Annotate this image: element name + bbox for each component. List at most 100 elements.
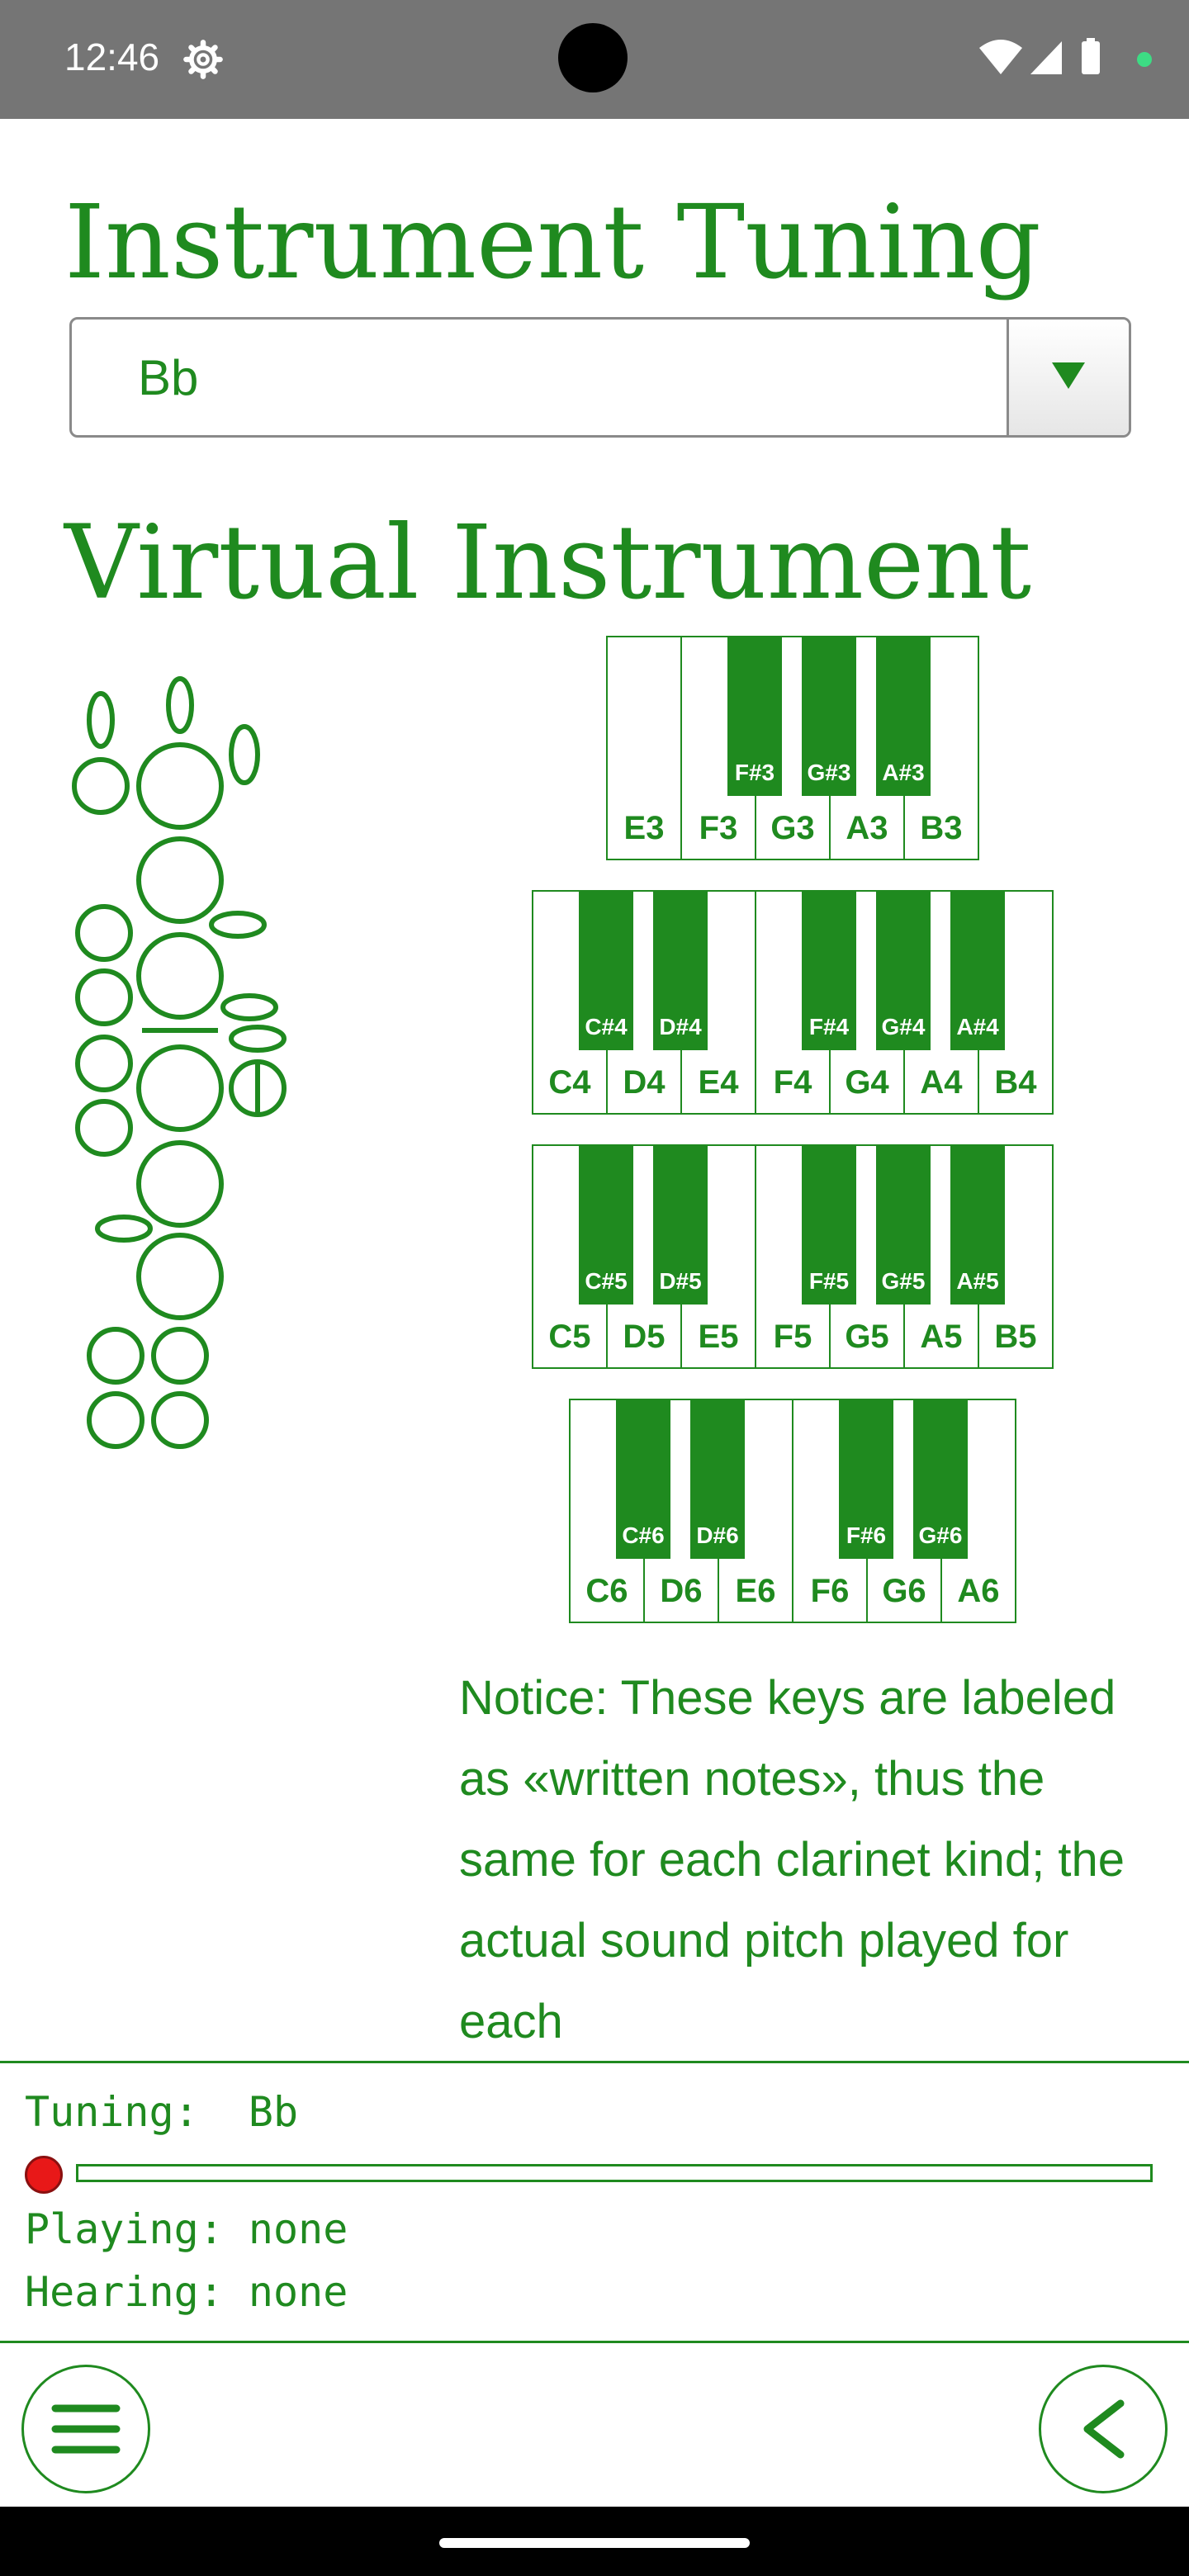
tone-hole-3[interactable] <box>136 932 224 1020</box>
wifi-icon <box>979 40 1022 74</box>
black-key-label: G#3 <box>807 760 851 785</box>
tuning-select[interactable]: Bb <box>69 317 1131 438</box>
chevron-down-icon <box>1052 362 1085 389</box>
battery-icon <box>1082 41 1100 74</box>
black-key[interactable]: C#5 <box>579 1144 633 1305</box>
white-key-label: F4 <box>773 1064 812 1101</box>
side-key-5[interactable] <box>95 1215 153 1243</box>
white-key-label: G6 <box>882 1573 926 1609</box>
status-time: 12:46 <box>64 36 160 78</box>
side-key-1[interactable] <box>209 911 267 939</box>
white-key-label: D4 <box>623 1064 666 1101</box>
right-key-3[interactable] <box>87 1391 144 1449</box>
tone-hole-5[interactable] <box>136 1140 224 1228</box>
tone-hole-1[interactable] <box>136 742 224 830</box>
black-key-label: G#4 <box>881 1014 926 1039</box>
black-key[interactable]: A#5 <box>950 1144 1005 1305</box>
black-key-label: F#6 <box>846 1522 887 1548</box>
hearing-status: Hearing: none <box>25 2268 348 2316</box>
black-key[interactable]: C#4 <box>579 890 633 1050</box>
white-key-label: G4 <box>845 1064 889 1101</box>
white-key-label: E6 <box>735 1573 776 1609</box>
black-key[interactable]: D#4 <box>653 890 708 1050</box>
side-key-2[interactable] <box>220 993 278 1021</box>
tuning-select-value: Bb <box>138 350 199 405</box>
a-key[interactable] <box>229 724 260 785</box>
home-gesture-handle[interactable] <box>439 2538 750 2548</box>
black-key[interactable]: D#6 <box>690 1399 745 1559</box>
white-key-label: C5 <box>548 1319 591 1355</box>
black-key[interactable]: F#6 <box>839 1399 893 1559</box>
black-key-label: A#4 <box>956 1014 999 1039</box>
black-key-label: G#5 <box>881 1268 926 1294</box>
white-key-label: B3 <box>920 810 963 846</box>
tone-hole-2[interactable] <box>136 836 224 924</box>
white-key[interactable]: E3 <box>606 636 682 860</box>
status-panel: Tuning: Bb Playing: none Hearing: none <box>0 2061 1189 2343</box>
black-key[interactable]: C#6 <box>616 1399 670 1559</box>
white-key-label: E5 <box>698 1319 739 1355</box>
right-key-1[interactable] <box>87 1327 144 1385</box>
register-key[interactable] <box>87 691 115 749</box>
left-key-4[interactable] <box>75 1099 133 1157</box>
tone-hole-4[interactable] <box>136 1044 224 1132</box>
instrument-heading: Virtual Instrument <box>64 504 1032 623</box>
white-key-label: B5 <box>994 1319 1037 1355</box>
playback-progress <box>76 2164 1153 2182</box>
navigation-bar <box>0 2507 1189 2576</box>
black-key[interactable]: G#4 <box>876 890 931 1050</box>
white-key-label: B4 <box>994 1064 1037 1101</box>
black-key[interactable]: F#5 <box>802 1144 856 1305</box>
tuning-status: Tuning: Bb <box>25 2088 299 2136</box>
left-key-2[interactable] <box>75 968 133 1026</box>
black-key-label: A#3 <box>882 760 925 785</box>
menu-icon <box>51 2404 121 2454</box>
menu-button[interactable] <box>21 2365 150 2493</box>
black-key[interactable]: D#5 <box>653 1144 708 1305</box>
black-key-label: D#5 <box>659 1268 702 1294</box>
playing-status: Playing: none <box>25 2205 348 2253</box>
clarinet-fingering-diagram[interactable] <box>66 669 306 1453</box>
black-key-label: F#4 <box>808 1014 850 1039</box>
white-key-label: A6 <box>957 1573 1000 1609</box>
thumb-hole[interactable] <box>72 757 130 815</box>
white-key-label: C6 <box>585 1573 628 1609</box>
black-key-label: C#6 <box>622 1522 665 1548</box>
notification-dot-icon <box>1137 52 1152 67</box>
black-key-label: D#6 <box>696 1522 739 1548</box>
record-indicator <box>25 2156 63 2194</box>
thumb-key[interactable] <box>166 676 194 734</box>
right-key-2[interactable] <box>151 1327 209 1385</box>
dropdown-button[interactable] <box>1007 320 1129 435</box>
black-key-label: C#5 <box>585 1268 628 1294</box>
black-key[interactable]: G#6 <box>913 1399 968 1559</box>
black-key[interactable]: F#4 <box>802 890 856 1050</box>
black-key[interactable]: A#4 <box>950 890 1005 1050</box>
white-key-label: D5 <box>623 1319 666 1355</box>
white-key-label: F3 <box>699 810 738 846</box>
black-key-label: F#5 <box>808 1268 850 1294</box>
left-key-1[interactable] <box>75 904 133 962</box>
white-key-label: A4 <box>920 1064 963 1101</box>
black-key[interactable]: A#3 <box>876 636 931 796</box>
white-key-label: E3 <box>623 810 665 846</box>
side-key-3[interactable] <box>229 1025 287 1053</box>
white-key-label: F6 <box>810 1573 850 1609</box>
back-button[interactable] <box>1039 2365 1168 2493</box>
white-key-label: G3 <box>770 810 815 846</box>
black-key-label: D#4 <box>659 1014 702 1039</box>
settings-icon <box>183 40 223 79</box>
black-key-label: F#3 <box>734 760 775 785</box>
right-key-4[interactable] <box>151 1391 209 1449</box>
signal-icon <box>1030 41 1062 74</box>
black-key[interactable]: G#3 <box>802 636 856 796</box>
black-key[interactable]: G#5 <box>876 1144 931 1305</box>
black-key-label: A#5 <box>956 1268 999 1294</box>
left-key-3[interactable] <box>75 1035 133 1092</box>
black-key[interactable]: F#3 <box>727 636 782 796</box>
tone-hole-6[interactable] <box>136 1233 224 1320</box>
